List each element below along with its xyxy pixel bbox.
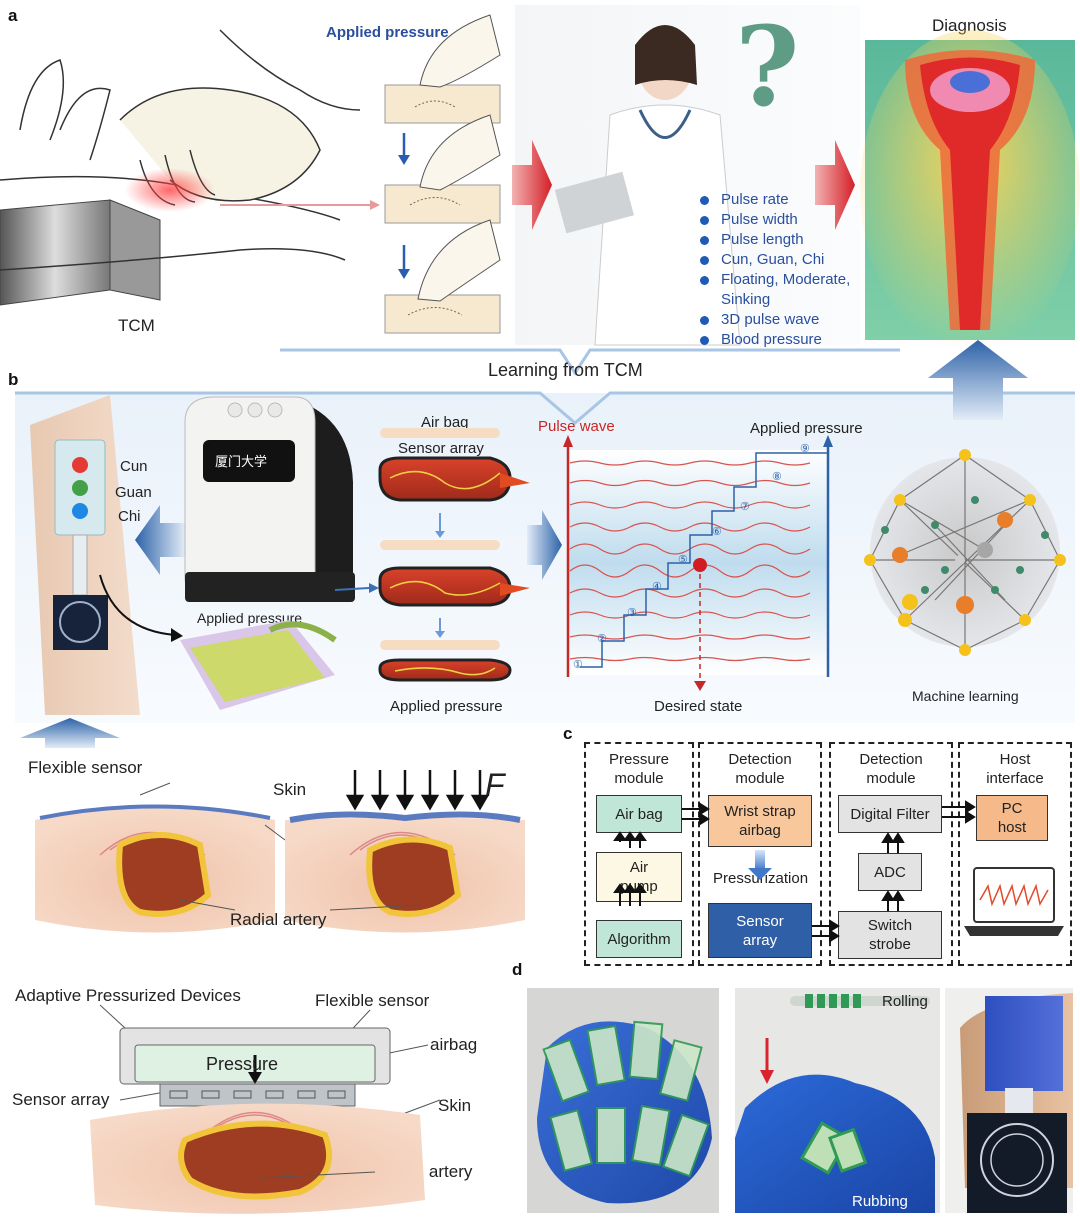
panel-letter-d: d	[512, 960, 523, 979]
sensor-array-2-label: Sensor array	[12, 1090, 110, 1109]
device-to-stack-arrow	[334, 583, 379, 593]
machine-learning-network	[864, 449, 1066, 656]
applied-pressure-stack-label: Applied pressure	[390, 698, 503, 715]
diagnosis-label: Diagnosis	[932, 16, 1007, 35]
detection-module-group-2	[829, 742, 953, 966]
pulse-features-list: Pulse rate Pulse width Pulse length Cun,…	[700, 190, 850, 350]
step-label: ⑦	[740, 501, 750, 513]
adaptive-devices-label: Adaptive Pressurized Devices	[15, 986, 241, 1005]
panel-letter-a: a	[8, 6, 18, 25]
detection-module-group-1	[698, 742, 822, 966]
chi-label: Chi	[118, 508, 141, 525]
artery-compression-stack	[378, 428, 530, 682]
device-screen-text: 厦门大学	[215, 454, 268, 469]
up-arrow-to-diagnosis	[928, 340, 1028, 420]
flexible-sensor-glove-photo	[527, 988, 719, 1213]
air-bag-box: Air bag	[596, 795, 682, 833]
applied-pressure-axis-label: Applied pressure	[750, 420, 863, 437]
bullet-item: Pulse length	[700, 230, 850, 250]
digital-filter-box: Digital Filter	[838, 795, 942, 833]
forearm-sensor-photo	[30, 395, 140, 715]
sensor-array-box: Sensor array	[708, 903, 812, 958]
bullet-item: Pulse width	[700, 210, 850, 230]
guan-label: Guan	[115, 484, 152, 501]
learning-from-tcm-label: Learning from TCM	[488, 360, 643, 380]
algorithm-box: Algorithm	[596, 920, 682, 958]
air-bag-label: Air bag	[421, 414, 469, 431]
force-label: F	[485, 767, 505, 803]
step-label: ⑨	[800, 443, 810, 455]
rolling-label: Rolling	[882, 993, 928, 1010]
finger-pressure-sequence	[384, 14, 501, 334]
radial-artery-label: Radial artery	[230, 910, 327, 929]
wrist-device-photo	[184, 396, 355, 602]
module-title: Detection module	[859, 751, 923, 787]
skin-cross-sections	[35, 770, 525, 933]
adc-box: ADC	[858, 853, 922, 891]
step-label: ⑥	[712, 526, 722, 538]
skin-2-label: Skin	[438, 1096, 472, 1115]
diagnosis-heatmap	[860, 30, 1080, 350]
adaptive-device-diagram	[90, 1004, 441, 1214]
rubbing-label: Rubbing	[852, 1193, 908, 1210]
flexible-sensor-label: Flexible sensor	[28, 758, 143, 777]
laptop-icon	[964, 867, 1064, 936]
bullet-item: Pulse rate	[700, 190, 850, 210]
bullet-item: 3D pulse wave	[700, 310, 850, 330]
bullet-item: Cun, Guan, Chi	[700, 250, 850, 270]
bullet-item: Floating, Moderate,	[700, 270, 850, 290]
applied-pressure-label: Applied pressure	[326, 24, 449, 41]
machine-learning-label: Machine learning	[912, 688, 1019, 704]
skin-label: Skin	[273, 780, 307, 799]
panel-letter-c: c	[563, 724, 573, 743]
airbag-label: airbag	[430, 1035, 478, 1054]
doctor-background	[515, 5, 860, 346]
step-label: ②	[597, 633, 607, 645]
question-mark: ?	[735, 2, 800, 131]
module-title: Detection module	[728, 751, 792, 787]
pc-host-box: PC host	[976, 795, 1048, 841]
step-label: ③	[627, 607, 637, 619]
module-title: Host interface	[986, 751, 1044, 787]
pressure-staircase-chart	[563, 435, 833, 691]
pressure-module-group	[584, 742, 694, 966]
flexible-sensor-2-label: Flexible sensor	[315, 991, 430, 1010]
sensor-sheet-illustration	[180, 620, 337, 710]
tcm-label: TCM	[118, 316, 155, 335]
blue-up-arrow-sensor	[20, 718, 120, 748]
step-label: ①	[573, 659, 583, 671]
step-label: ⑧	[772, 471, 782, 483]
sensor-array-label: Sensor array	[398, 440, 484, 457]
step-label: ⑤	[678, 554, 688, 566]
forearm-sensor-photo-2	[945, 988, 1073, 1213]
desired-state-label: Desired state	[654, 698, 743, 715]
wrist-strap-airbag-box: Wrist strap airbag	[708, 795, 812, 847]
blue-arrow-left	[135, 505, 185, 575]
bullet-item: Blood pressure	[700, 330, 850, 350]
tcm-hand-illustration	[0, 29, 380, 306]
pulse-wave-axis-label: Pulse wave	[538, 418, 615, 435]
step-label: ④	[652, 581, 662, 593]
red-arrow-right	[815, 140, 855, 230]
pressure-label: Pressure	[206, 1054, 279, 1074]
panel-letter-b: b	[8, 370, 19, 389]
applied-pressure-device-label: Applied pressure	[197, 610, 303, 626]
blue-arrow-to-chart	[527, 510, 562, 580]
curved-black-arrow	[99, 574, 183, 642]
switch-strobe-box: Switch strobe	[838, 911, 942, 959]
module-title: Pressure module	[608, 751, 670, 787]
bullet-item: Sinking	[721, 291, 771, 308]
rolling-rubbing-photo	[735, 988, 940, 1213]
red-arrow-left	[512, 140, 552, 230]
host-interface-group	[958, 742, 1072, 966]
cun-label: Cun	[120, 458, 148, 475]
panel-c-connectors	[613, 800, 976, 943]
